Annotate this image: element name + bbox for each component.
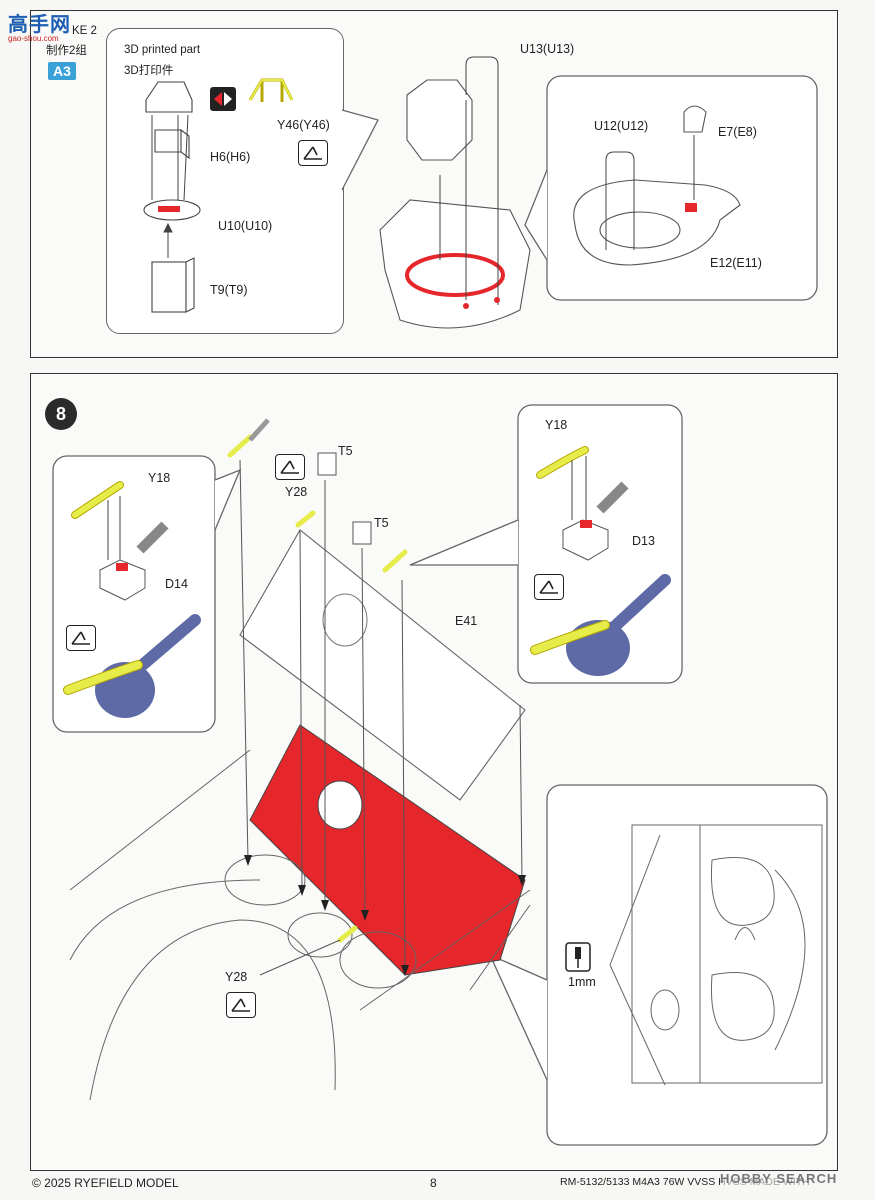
part-u10-label: U10(U10) [218, 219, 273, 233]
part-t5-label: T5 [338, 444, 353, 458]
part-h6-label: H6(H6) [210, 150, 251, 164]
step-a3-badge: A3 [48, 62, 76, 80]
site-logo: 高手网 gao-shou.com [8, 8, 71, 43]
logo-sub: gao-shou.com [8, 34, 59, 43]
make-label: KE 2 [72, 25, 97, 37]
glue-icon [298, 140, 328, 166]
callout-title-cn: 3D打印件 [124, 65, 174, 77]
part-d14-label: D14 [165, 577, 188, 591]
hobby-search-watermark: HOBBY SEARCH [720, 1171, 838, 1186]
part-t9-label: T9(T9) [210, 283, 248, 297]
part-t5-label: T5 [374, 516, 389, 530]
part-y46-label: Y46(Y46) [277, 118, 330, 132]
step-number-badge: 8 [45, 398, 77, 430]
glue-icon [226, 992, 256, 1018]
part-e12-label: E12(E11) [710, 256, 762, 270]
copyright-text: © 2025 RYEFIELD MODEL [32, 1176, 179, 1190]
logo-text: 高手网 [8, 14, 71, 36]
part-u12-label: U12(U12) [594, 119, 649, 133]
glue-icon [66, 625, 96, 651]
glue-icon [275, 454, 305, 480]
part-y18-right-label: Y18 [545, 418, 568, 432]
part-y18-left-label: Y18 [148, 471, 171, 485]
callout-title-en: 3D printed part [124, 44, 201, 56]
part-e7-label: E7(E8) [718, 125, 757, 139]
glue-icon [534, 574, 564, 600]
drill-size-label: 1mm [568, 975, 596, 989]
make-cn-label: 制作2组 [46, 45, 87, 57]
page-number: 8 [430, 1176, 437, 1190]
part-y28-label: Y28 [285, 485, 308, 499]
a3-3d-printed-callout [106, 28, 344, 334]
part-y28-bottom-label: Y28 [225, 970, 248, 984]
part-u13-label: U13(U13) [520, 42, 575, 56]
part-d13-label: D13 [632, 534, 655, 548]
part-e41-label: E41 [455, 614, 478, 628]
